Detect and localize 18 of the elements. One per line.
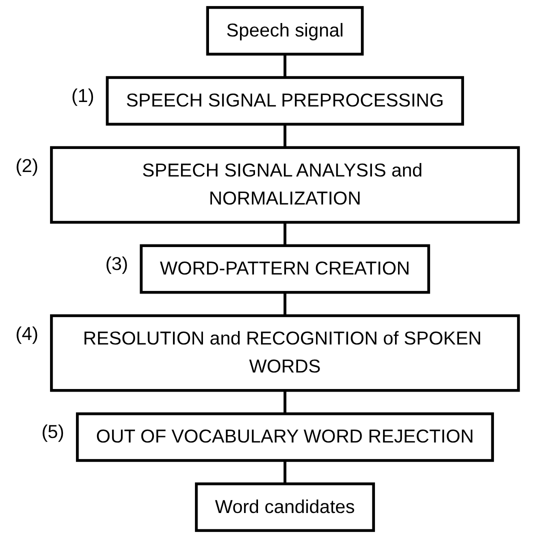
connector	[284, 124, 286, 148]
node-box: SPEECH SIGNAL ANALYSIS and NORMALIZATION	[50, 146, 520, 224]
connector	[284, 222, 286, 246]
node-box: OUT OF VOCABULARY WORD REJECTION	[76, 412, 494, 462]
step-number: (2)	[16, 154, 38, 176]
connector	[284, 460, 286, 484]
step-number: (4)	[16, 322, 38, 344]
node-box: Speech signal	[206, 6, 364, 56]
node-box: Word candidates	[194, 482, 375, 532]
node-box: WORD-PATTERN CREATION	[140, 244, 430, 294]
connector	[284, 390, 286, 414]
node-box: SPEECH SIGNAL PREPROCESSING	[106, 76, 464, 126]
connector	[284, 54, 286, 78]
step-number: (3)	[105, 252, 128, 274]
step-number: (1)	[71, 84, 94, 106]
connector	[284, 292, 286, 316]
step-number: (5)	[41, 421, 64, 442]
node-box: RESOLUTION and RECOGNITION of SPOKEN WORDS	[50, 314, 520, 392]
